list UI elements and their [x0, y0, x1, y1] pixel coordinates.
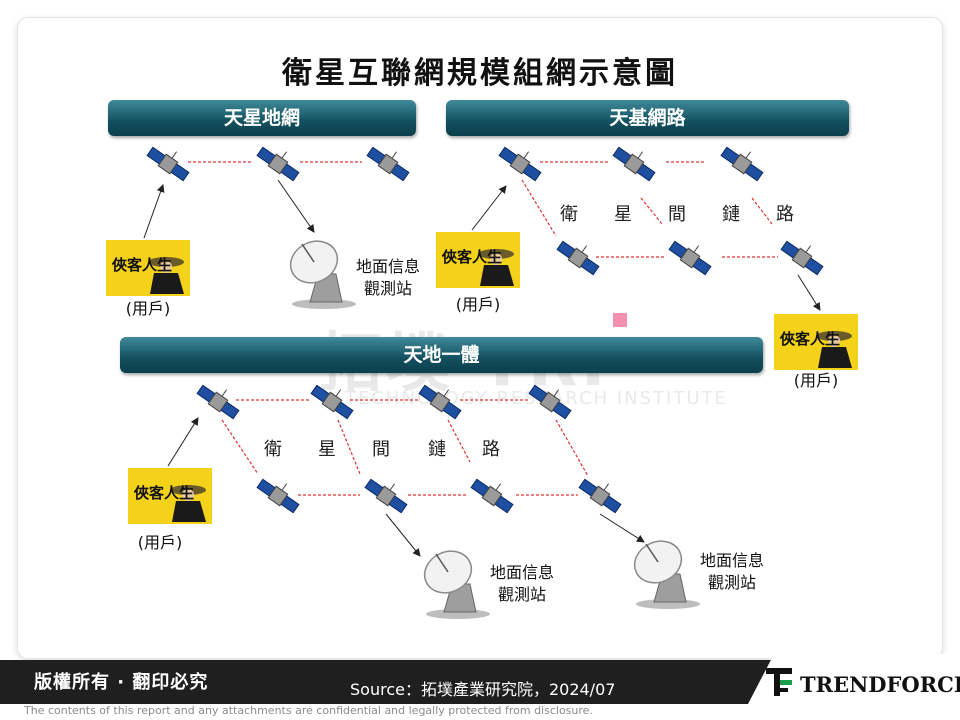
satellite-dish-icon: [423, 550, 490, 619]
isl-char-3: 間: [668, 204, 686, 225]
satellite-icon: [578, 478, 622, 514]
satellite-dish-icon: [633, 540, 700, 609]
satellite-icon: [470, 478, 514, 514]
ground-station-label: 地面信息 觀測站: [346, 256, 430, 300]
ground-station-line1: 地面信息: [699, 551, 764, 570]
satellite-icon: [256, 146, 300, 182]
source-note: Source：拓墣產業研究院，2024/07: [350, 680, 616, 699]
satellite-icon: [498, 146, 542, 182]
section-space-based: 天基網路: [446, 100, 849, 136]
watermark-accent: [613, 313, 627, 327]
ground-station-line2: 觀測站: [363, 279, 412, 298]
section-space-net: 天星地網: [108, 100, 416, 136]
isl-char-1: 衛: [560, 204, 578, 225]
isl-char-4: 鏈: [722, 204, 740, 225]
svg-text:俠客人生: 俠客人生: [133, 484, 194, 502]
satellite-icon: [256, 478, 300, 514]
satellite-icon: [364, 478, 408, 514]
user-icon: 俠客人生: [774, 314, 858, 370]
satellite-icon: [196, 384, 240, 420]
user-badge-logo: 俠客人生: [128, 468, 212, 524]
satellite-icon: [612, 146, 656, 182]
ground-station-label: 地面信息 觀測站: [480, 562, 564, 606]
brand-panel: [748, 654, 960, 704]
user-badge-logo: 俠客人生: [436, 232, 520, 288]
ground-station-label: 地面信息 觀測站: [690, 550, 774, 594]
ground-station-line2: 觀測站: [497, 585, 546, 604]
user-label: (用戶): [125, 299, 171, 318]
ground-station-line2: 觀測站: [707, 573, 756, 592]
satellite-icon: [556, 240, 600, 276]
user-badge-logo: 俠客人生: [774, 314, 858, 370]
user-icon: 俠客人生: [436, 232, 520, 288]
ground-station-line1: 地面信息: [355, 257, 420, 276]
satellite-dish-icon: [289, 240, 356, 309]
satellite-icon: [366, 146, 410, 182]
isl-char-4: 鏈: [428, 439, 446, 460]
isl-char-3: 間: [372, 439, 390, 460]
svg-text:俠客人生: 俠客人生: [779, 330, 840, 348]
svg-text:俠客人生: 俠客人生: [111, 256, 172, 274]
user-label: (用戶): [455, 295, 501, 314]
satellite-icon: [720, 146, 764, 182]
user-label: (用戶): [137, 533, 183, 552]
user-icon: 俠客人生: [128, 468, 212, 524]
user-icon: 俠客人生: [106, 240, 190, 296]
trendforce-logo-icon: [766, 668, 792, 696]
section-integrated: 天地一體: [120, 337, 763, 373]
svg-text:俠客人生: 俠客人生: [441, 248, 502, 266]
satellite-icon: [418, 384, 462, 420]
isl-char-5: 路: [482, 439, 500, 460]
isl-char-5: 路: [776, 204, 794, 225]
isl-char-2: 星: [614, 204, 632, 225]
page-title: 衛星互聯網規模組網示意圖: [282, 56, 678, 91]
satellite-icon: [528, 384, 572, 420]
copyright-notice: 版權所有 · 翻印必究: [34, 672, 209, 693]
satellite-icon: [310, 384, 354, 420]
isl-char-2: 星: [318, 439, 336, 460]
user-badge-logo: 俠客人生: [106, 240, 190, 296]
user-label: (用戶): [793, 371, 839, 390]
satellite-icon: [668, 240, 712, 276]
satellite-icon: [780, 240, 824, 276]
brand-name: TRENDFORCE: [800, 672, 960, 697]
satellite-icon: [146, 146, 190, 182]
ground-station-line1: 地面信息: [489, 563, 554, 582]
isl-char-1: 衛: [264, 439, 282, 460]
disclaimer: The contents of this report and any atta…: [24, 704, 593, 717]
